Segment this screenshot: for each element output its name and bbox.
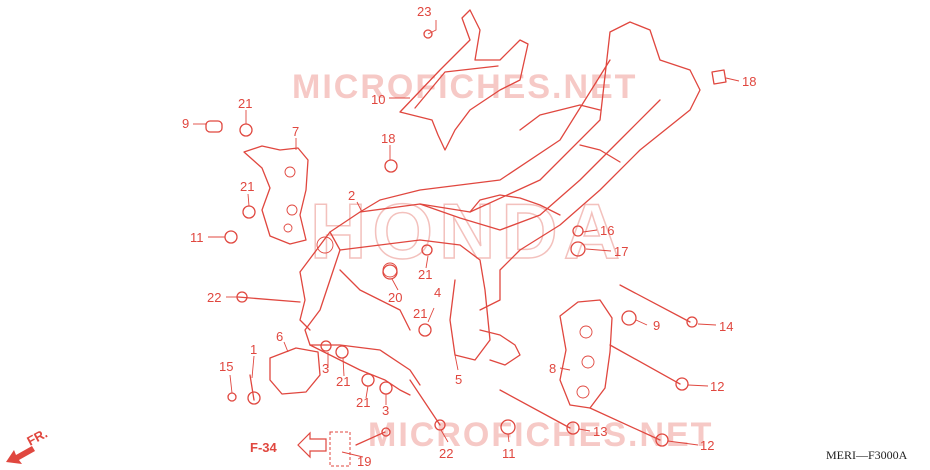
callout-5: 5 (455, 372, 462, 387)
right-hanger-bracket (559, 299, 613, 409)
callout-9-left: 9 (182, 116, 189, 131)
reference-f34: F-34 (250, 431, 327, 459)
leader-lines (193, 20, 740, 458)
main-frame (299, 21, 701, 396)
callout-12-upper: 12 (710, 379, 724, 394)
callout-20: 20 (388, 290, 402, 305)
reference-label: F-34 (250, 440, 278, 455)
front-direction-indicator: FR. (6, 426, 50, 464)
callout-3-right: 3 (382, 403, 389, 418)
callout-1: 1 (250, 342, 257, 357)
callout-7: 7 (292, 124, 299, 139)
callouts: 23 10 18 9 21 7 21 11 22 18 2 20 21 4 21… (182, 4, 756, 469)
watermark-site-bottom: MICROFICHES.NET (368, 416, 713, 454)
callout-22-bottom: 22 (439, 446, 453, 461)
callout-2: 2 (348, 188, 355, 203)
reference-arrow-icon (297, 431, 327, 459)
watermark-site-top: MICROFICHES.NET (292, 68, 637, 106)
callout-21-d: 21 (413, 306, 427, 321)
callout-3-left: 3 (322, 361, 329, 376)
callout-6: 6 (276, 329, 283, 344)
front-arrow-icon (6, 446, 35, 464)
diagram-code: MERI—F3000A (826, 448, 908, 462)
callout-18-top: 18 (742, 74, 756, 89)
left-hanger-bracket (243, 145, 309, 245)
callout-19: 19 (357, 454, 371, 469)
callout-16: 16 (600, 223, 614, 238)
callout-8: 8 (549, 361, 556, 376)
callout-23: 23 (417, 4, 431, 19)
callout-21-f: 21 (356, 395, 370, 410)
front-label: FR. (24, 426, 50, 449)
callout-14: 14 (719, 319, 733, 334)
callout-12-lower: 12 (700, 438, 714, 453)
rear-bracket (399, 9, 529, 151)
callout-13: 13 (593, 424, 607, 439)
callout-9-right: 9 (653, 318, 660, 333)
callout-22-left: 22 (207, 290, 221, 305)
watermark-brand: HONDA (310, 187, 626, 275)
callout-21-b: 21 (240, 179, 254, 194)
callout-21-a: 21 (238, 96, 252, 111)
callout-21-c: 21 (418, 267, 432, 282)
callout-15: 15 (219, 359, 233, 374)
inset-box (329, 431, 351, 467)
callout-18-mid: 18 (381, 131, 395, 146)
side-cover-plate (269, 347, 321, 395)
callout-11-bottom: 11 (502, 446, 516, 461)
callout-11-left: 11 (190, 230, 204, 245)
callout-10: 10 (371, 92, 385, 107)
callout-21-e: 21 (336, 374, 350, 389)
callout-4: 4 (434, 285, 441, 300)
callout-17: 17 (614, 244, 628, 259)
